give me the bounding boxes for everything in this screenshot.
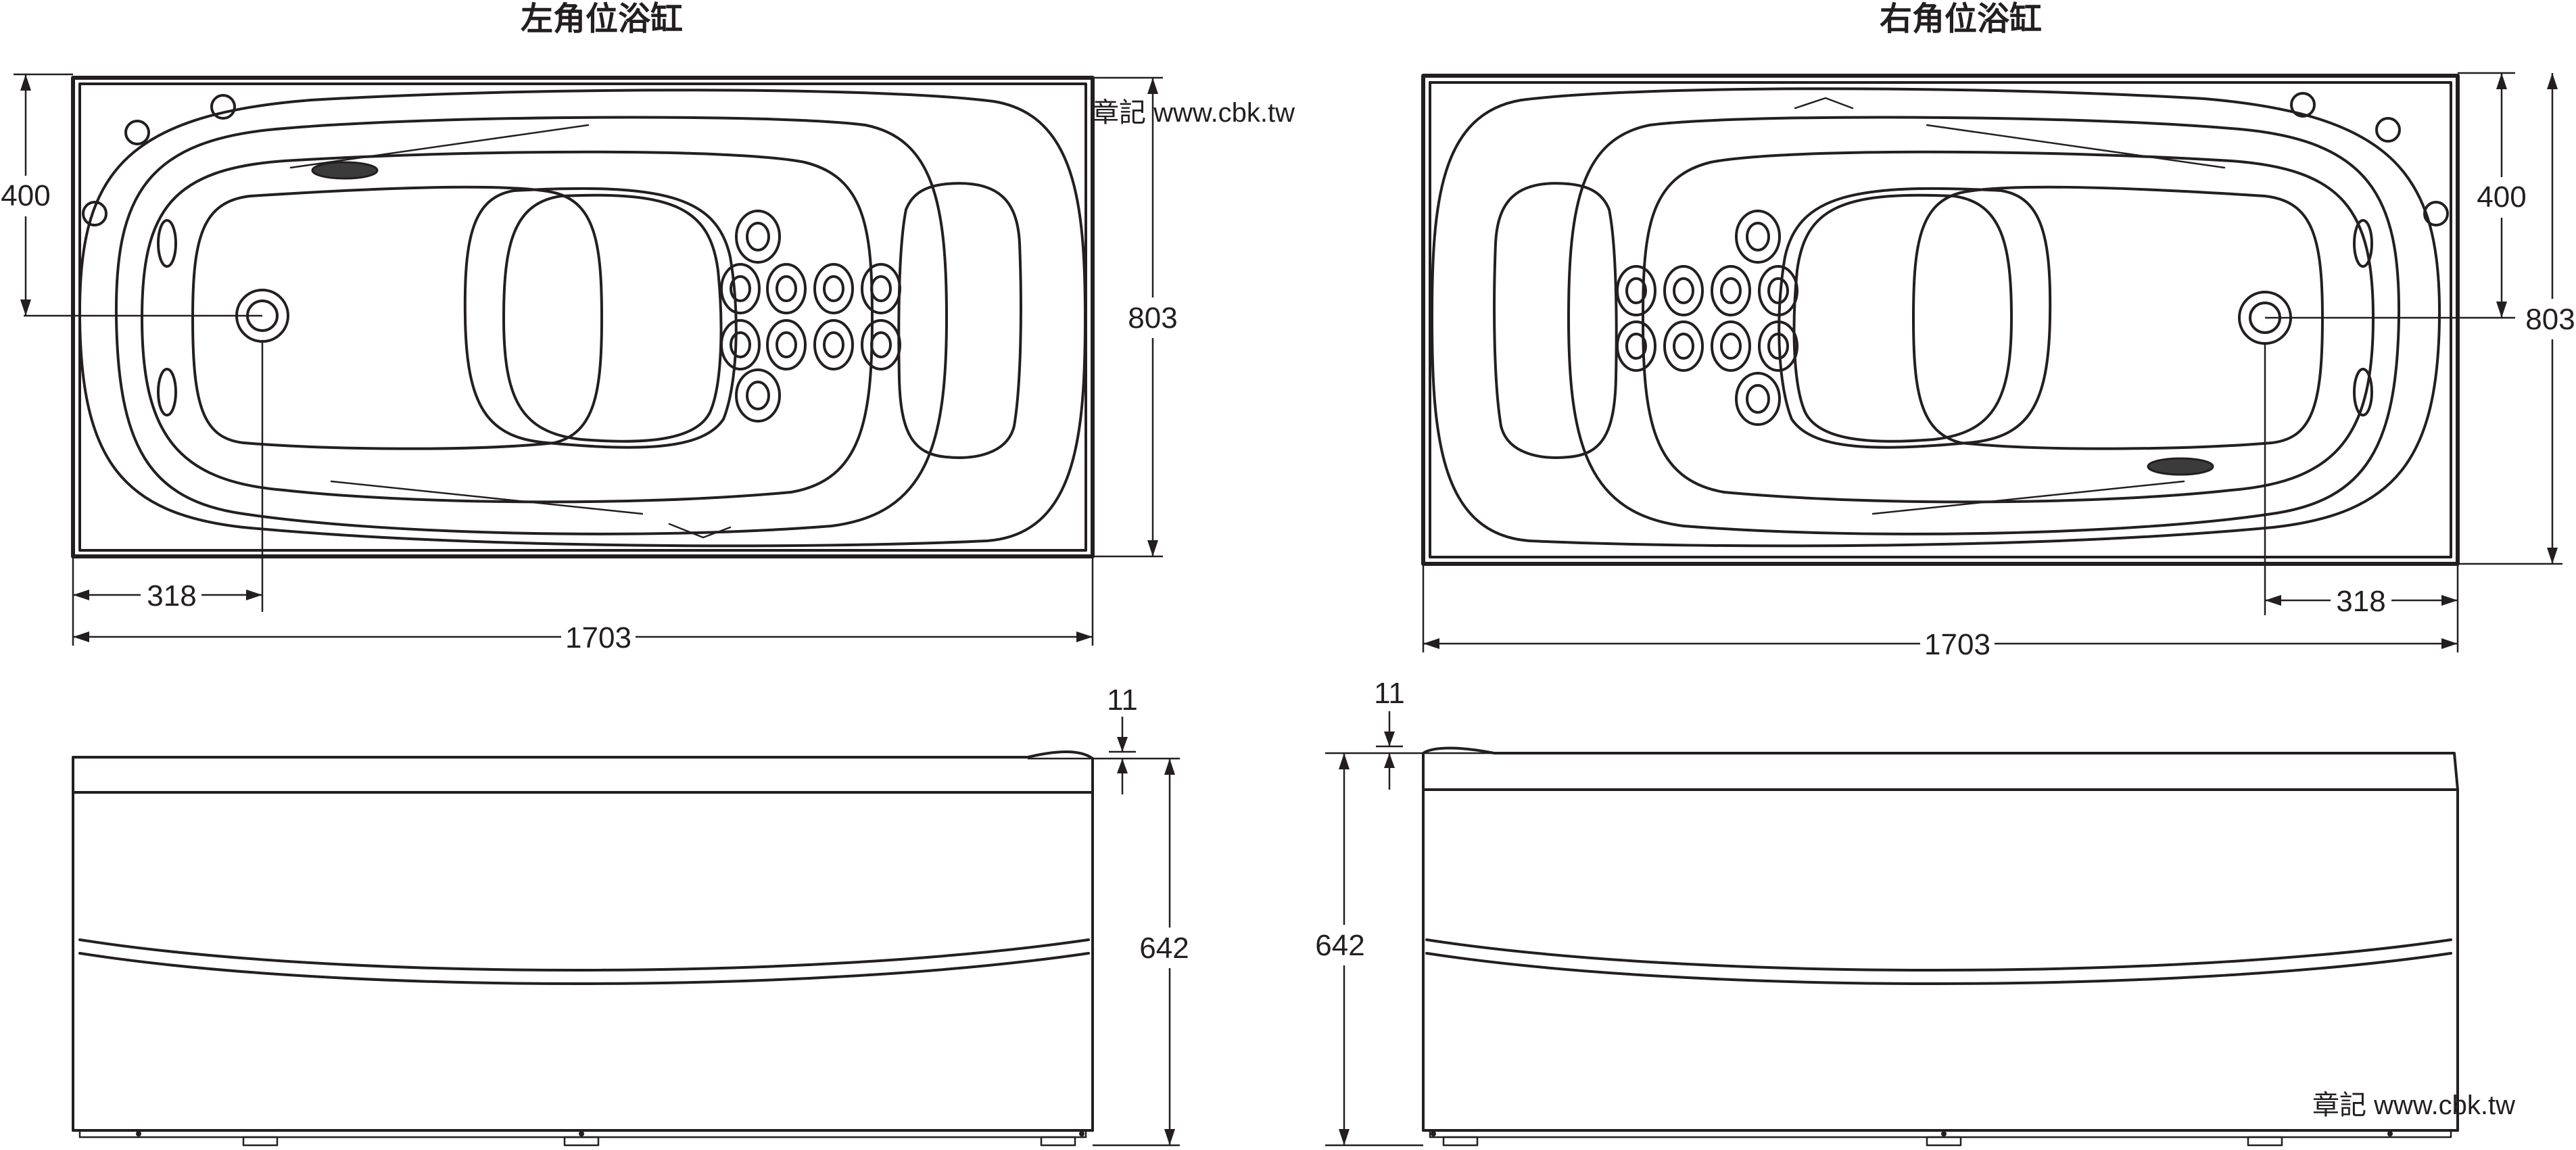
left-tub-control-button-2 <box>210 94 236 120</box>
title-left-corner-bathtub: 左角位浴缸 <box>521 1 683 37</box>
right-side-foot-1 <box>1442 1136 1479 1147</box>
right-tub-backrest <box>1778 187 2052 449</box>
right-side-skirt-curve-1 <box>1425 938 2452 972</box>
right-tub-rim <box>1431 87 2441 548</box>
right-side-skirt-curve-2 <box>1425 952 2452 985</box>
right-tub-seat <box>1792 193 2013 443</box>
left-tub-outer-frame <box>71 76 1095 558</box>
right-tub-headrest-pillow <box>1493 182 1618 459</box>
left-tub-handle-bottom <box>157 368 177 416</box>
right-tub-edge-line-bottom <box>1871 480 2185 515</box>
left-tub-headrest-pillow <box>897 182 1022 459</box>
left-dim-400: 400 <box>1 179 50 212</box>
right-tub-handle-bottom <box>2353 368 2373 416</box>
left-tub-top-view <box>71 76 1095 558</box>
left-tub-outer-contour <box>114 116 948 535</box>
right-tub-control-button-1 <box>2290 92 2316 118</box>
right-tub-overflow-slot <box>2147 457 2214 476</box>
left-dim-1703: 1703 <box>565 621 631 654</box>
left-tub-basin <box>141 150 874 504</box>
left-tub-seat <box>502 193 723 443</box>
right-side-dimensions: 11 642 <box>1308 677 1494 1147</box>
right-dim-642: 642 <box>1315 929 1364 962</box>
right-dim-11: 11 <box>1374 677 1405 710</box>
left-tub-control-button-3 <box>82 201 108 226</box>
right-dim-1703: 1703 <box>1924 628 1990 661</box>
right-side-foot-2 <box>1926 1136 1962 1147</box>
right-dim-400: 400 <box>2477 181 2526 214</box>
title-right-corner-bathtub: 右角位浴缸 <box>1880 1 2042 37</box>
left-tub-edge-line-bottom <box>330 480 644 515</box>
watermark-bottom: 章記 www.cbk.tw <box>2312 1091 2515 1120</box>
watermark-top: 章記 www.cbk.tw <box>1092 98 1295 128</box>
left-dim-11: 11 <box>1107 684 1138 717</box>
right-tub-edge-line-top <box>1926 124 2226 169</box>
right-tub-outer-contour <box>1567 116 2401 535</box>
right-side-rim <box>1422 746 2459 791</box>
left-tub-rim <box>78 89 1087 548</box>
left-tub-handle-top <box>157 219 177 268</box>
right-tub-control-button-2 <box>2375 117 2401 143</box>
left-tub-jets <box>720 210 901 423</box>
right-tub-handle-top <box>2353 219 2373 268</box>
left-top-dimensions: 400 803 318 1703 <box>0 73 1180 656</box>
left-side-skirt-curve-1 <box>78 938 1090 972</box>
left-dim-318: 318 <box>147 579 196 613</box>
left-tub-side-view <box>72 750 1094 1147</box>
left-tub-edge-line-top <box>289 124 590 169</box>
left-tub-backrest <box>463 187 738 449</box>
right-tub-inner-frame <box>1429 81 2452 558</box>
right-tub-basin <box>1642 150 2375 504</box>
right-tub-floor <box>1912 185 2324 450</box>
right-tub-outer-frame <box>1421 74 2460 566</box>
left-dim-642: 642 <box>1139 932 1189 965</box>
left-tub-overflow-slot <box>311 161 379 180</box>
right-tub-side-view <box>1422 746 2459 1147</box>
right-tub-jets <box>1616 210 1798 426</box>
left-side-foot-2 <box>563 1136 600 1147</box>
left-side-rim <box>72 750 1094 794</box>
right-tub-control-button-3 <box>2423 201 2449 226</box>
left-tub-floor <box>191 185 603 450</box>
right-dim-803: 803 <box>2525 303 2575 336</box>
left-side-foot-1 <box>242 1136 279 1147</box>
right-top-dimensions: 400 803 318 1703 <box>1422 72 2576 663</box>
right-tub-top-view <box>1421 74 2460 566</box>
left-tub-control-button-1 <box>124 120 150 145</box>
left-side-foot-3 <box>1040 1136 1076 1147</box>
right-tub-lip <box>1794 97 1854 110</box>
left-side-skirt-curve-2 <box>78 952 1090 985</box>
left-side-dimensions: 11 642 <box>1028 684 1203 1147</box>
right-dim-318: 318 <box>2336 585 2385 618</box>
left-dim-803: 803 <box>1128 302 1177 335</box>
left-tub-lip <box>668 523 732 539</box>
right-side-foot-3 <box>2247 1136 2283 1147</box>
